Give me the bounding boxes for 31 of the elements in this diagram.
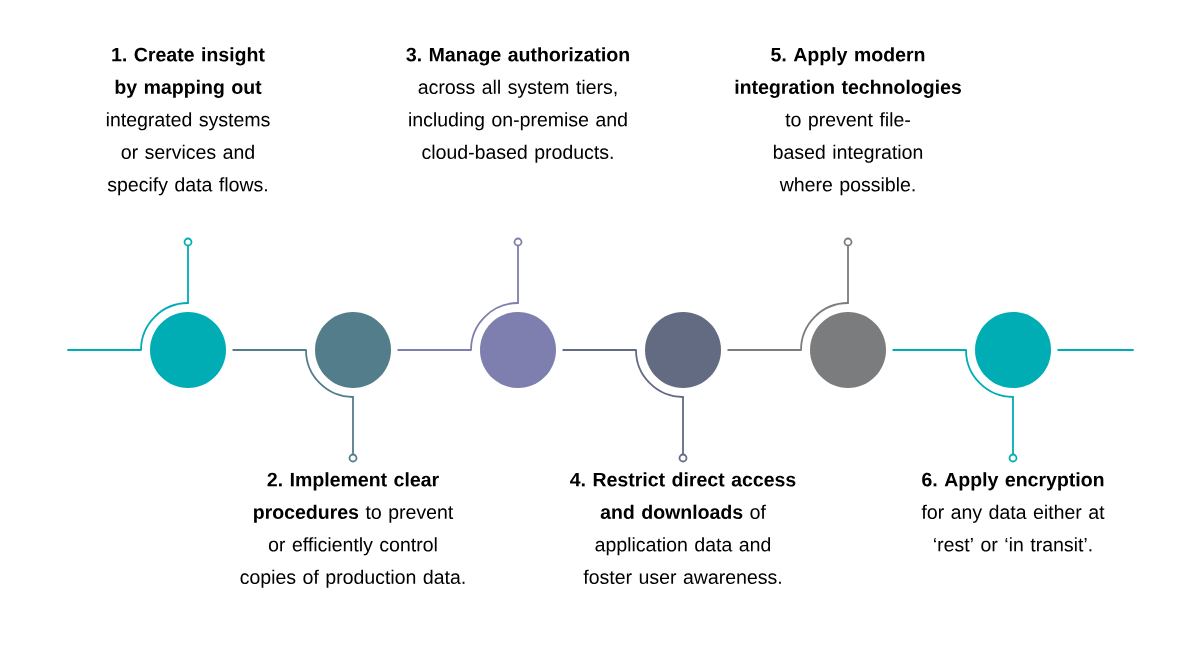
step-description: 2. Implement clear procedures to prevent or efficiently control copies of production data.	[240, 472, 465, 588]
timeline-line	[67, 302, 189, 351]
step-description: 4. Restrict direct access and downloads of application data and foster user awareness.	[570, 472, 796, 584]
end-ring	[1008, 453, 1018, 463]
connector-line	[682, 396, 684, 455]
step-circle	[480, 312, 556, 388]
end-ring	[348, 453, 358, 463]
step-circle	[315, 312, 391, 388]
timeline-line	[1057, 349, 1134, 351]
connector-line	[517, 245, 519, 304]
step-circle	[810, 312, 886, 388]
step-circle	[645, 312, 721, 388]
step-description: 6. Apply encryption for any data either at ‘rest’ or ‘in transit’.	[921, 472, 1105, 552]
connector-line	[352, 396, 354, 455]
end-ring	[678, 453, 688, 463]
end-ring	[843, 237, 853, 247]
timeline-line	[397, 302, 519, 351]
step-description: 3. Manage authorization across all system tiers, including on-premise and cloud-based products.	[406, 47, 629, 163]
timeline-line	[892, 349, 1014, 398]
timeline-line	[232, 349, 354, 398]
timeline-line	[727, 302, 849, 351]
step-description: 5. Apply modern integration technologies to prevent file-based integration where possible.	[735, 47, 961, 196]
step-circle	[975, 312, 1051, 388]
timeline-line	[562, 349, 684, 398]
step-circle	[150, 312, 226, 388]
step-description: 1. Create insight by mapping out integrated systems or services and specify data flows.	[106, 47, 270, 196]
connector-line	[847, 245, 849, 304]
end-ring	[513, 237, 523, 247]
connector-line	[187, 245, 189, 304]
end-ring	[183, 237, 193, 247]
connector-line	[1012, 396, 1014, 455]
